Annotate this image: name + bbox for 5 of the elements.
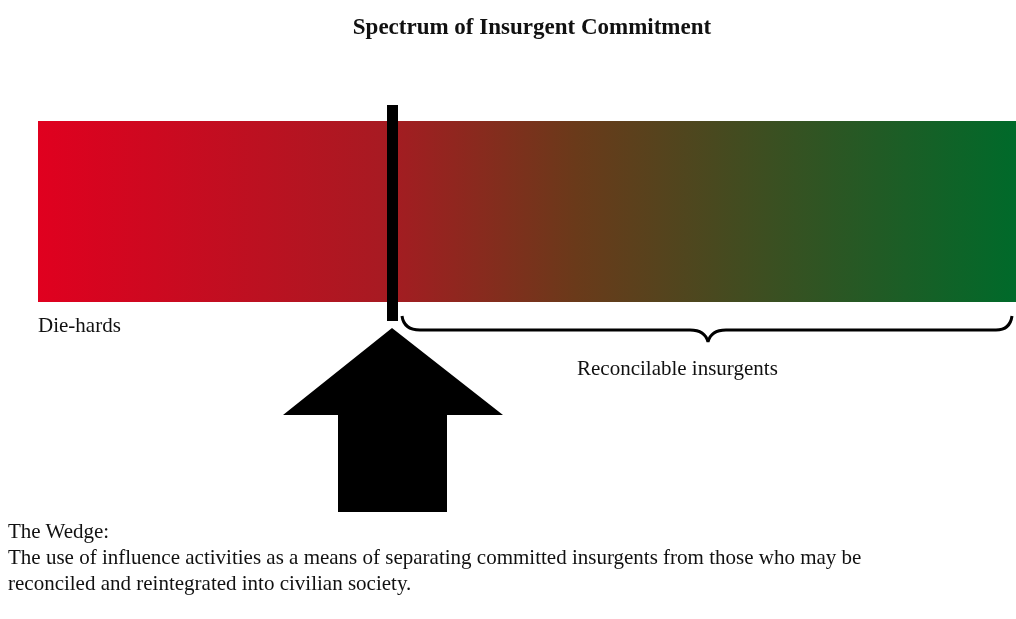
wedge-heading: The Wedge:	[8, 518, 110, 544]
wedge-description: The use of influence activities as a means of separating committed insurgents from those who may be reconciled and reintegrated into civilian society.	[8, 544, 863, 596]
diagram-title: Spectrum of Insurgent Commitment	[351, 14, 713, 40]
bracket-label: Reconcilable insurgents	[577, 355, 778, 381]
bar-end-label: Die-hards	[38, 312, 121, 338]
